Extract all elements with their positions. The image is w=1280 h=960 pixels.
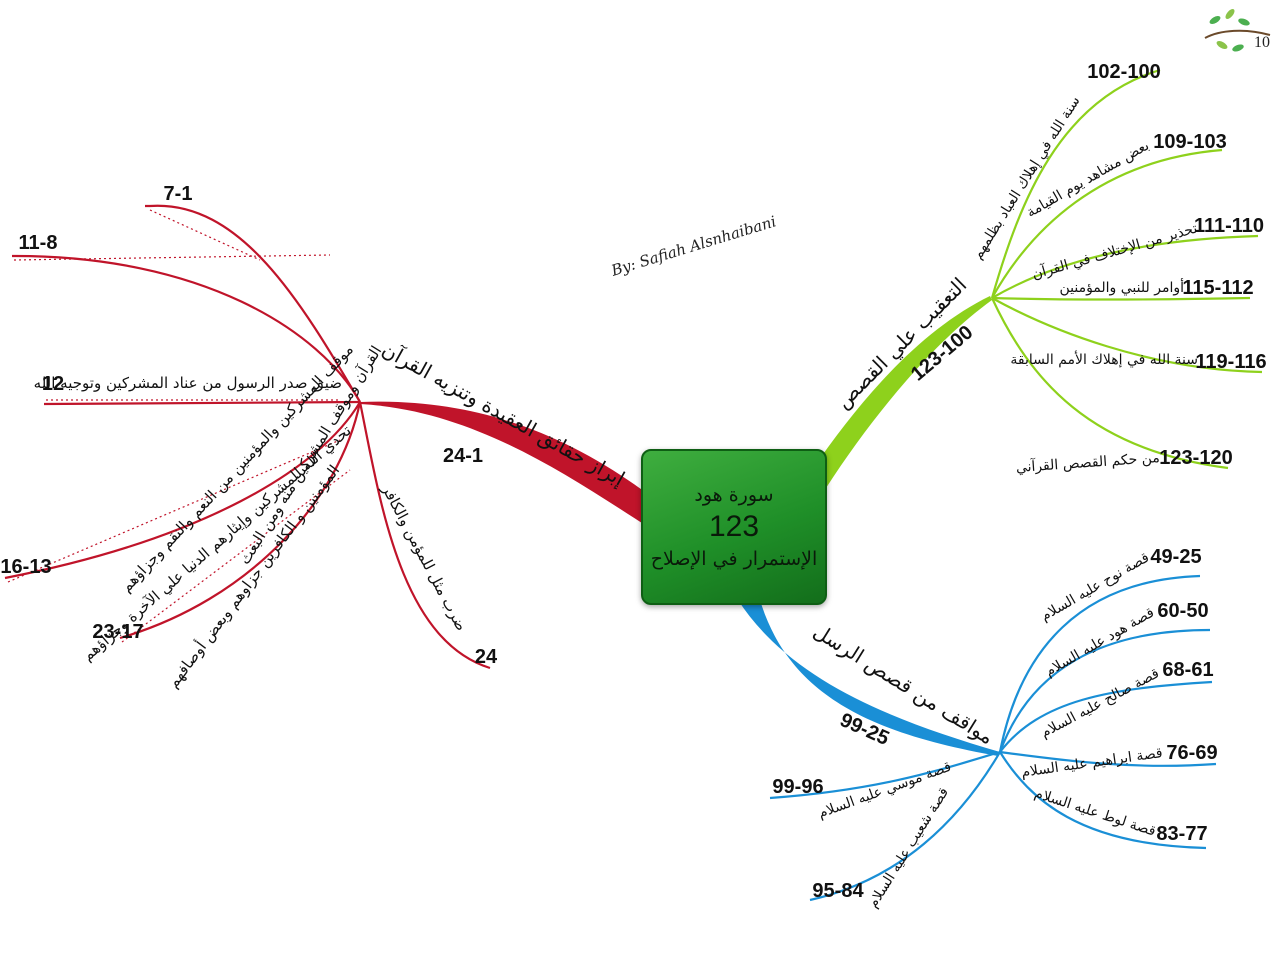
blue-branch-line-4 [999, 750, 1217, 767]
green-branch-line-6 [991, 297, 1229, 470]
blue-branch-line-5 [999, 751, 1207, 850]
blue-item-3-range: 68-61 [1162, 659, 1213, 681]
red-item-2-range: 11-8 [19, 232, 58, 254]
red-item-6-text: ضرب مثل للمؤمن والكافر [378, 481, 471, 634]
central-topic: سورة هود 123 الإستمرار في الإصلاح [641, 449, 827, 605]
blue-item-1-range: 49-25 [1150, 546, 1201, 568]
red-branch-line-1 [145, 204, 361, 403]
blue-item-7-text: قصة شعيب عليه السلام [865, 785, 952, 911]
blue-branch-line-2 [998, 628, 1211, 753]
green-sub-branches [990, 68, 1263, 470]
blue-branch-line-6 [769, 750, 1001, 800]
red-main-branch [360, 401, 645, 525]
red-item-6-range: 24 [475, 646, 498, 668]
blue-item-4-text: قصة ابراهيم عليه السلام [1020, 745, 1163, 781]
green-item-4-range: 115-112 [1182, 277, 1253, 299]
green-item-3-range: 111-110 [1194, 215, 1264, 237]
green-item-5-text: سنة الله في إهلاك الأمم السابقة [1010, 350, 1198, 368]
green-item-1-text: سنة الله في إهلاك العباد بظلمهم [970, 93, 1084, 262]
blue-item-5-text: قصة لوط عليه السلام [1032, 785, 1157, 839]
red-item-1-range: 7-1 [164, 183, 193, 205]
central-subtitle: الإستمرار في الإصلاح [650, 548, 818, 570]
green-main-branch [812, 296, 992, 488]
red-item-5-range: 23-17 [92, 621, 143, 643]
red-branch-line-3 [43, 400, 361, 406]
red-item-3-range: 12 [42, 373, 64, 395]
green-item-1-range: 102-100 [1087, 61, 1160, 83]
green-branch-line-1 [990, 68, 1161, 299]
green-item-6-text: من حكم القصص القرآني [1015, 449, 1160, 476]
blue-item-4-range: 76-69 [1166, 742, 1217, 764]
green-item-4-text: أوامر للنبي والمؤمنين [1059, 278, 1184, 296]
red-branch-range: 24-1 [443, 445, 483, 467]
blue-item-5-range: 83-77 [1156, 823, 1207, 845]
green-branch-line-2 [991, 148, 1223, 299]
blue-branch-line-7 [809, 751, 1001, 902]
red-branch-line-2 [11, 254, 361, 403]
red-item-4-range: 16-13 [0, 556, 51, 578]
blue-main-branch [738, 600, 1000, 756]
blue-sub-branches [769, 574, 1217, 902]
page-number: 10 [1254, 34, 1270, 51]
green-branch-line-3 [991, 234, 1259, 299]
blue-item-3-text: قصة صالح عليه السلام [1038, 665, 1162, 741]
central-title: سورة هود [694, 484, 774, 506]
blue-branch-line-1 [998, 574, 1201, 753]
blue-item-7-range: 95-84 [812, 880, 864, 902]
green-item-5-range: 119-116 [1195, 351, 1266, 373]
red-branch-line-5 [119, 401, 362, 640]
red-item-3-text: ضيق صدر الرسول من عناد المشركين وتوجيه ا… [34, 374, 342, 392]
green-branch-line-5 [991, 297, 1263, 374]
leaf-logo-icon [1204, 9, 1271, 52]
red-branch-title: إبراز حقائق العقيدة وتنزيه القرآن [377, 336, 629, 491]
blue-item-2-range: 60-50 [1157, 600, 1208, 622]
blue-item-6-range: 99-96 [772, 776, 823, 798]
green-item-6-range: 123-120 [1159, 447, 1232, 469]
red-branch-line-4 [4, 401, 361, 580]
red-branch-line-6 [358, 401, 491, 670]
green-item-2-range: 109-103 [1153, 131, 1226, 153]
red-sub-branches [4, 204, 491, 670]
blue-branch-line-3 [999, 680, 1213, 753]
green-item-3-text: تحذير من الإختلاف في القرآن [1030, 219, 1199, 282]
green-branch-line-4 [991, 296, 1251, 301]
central-count: 123 [708, 510, 760, 543]
